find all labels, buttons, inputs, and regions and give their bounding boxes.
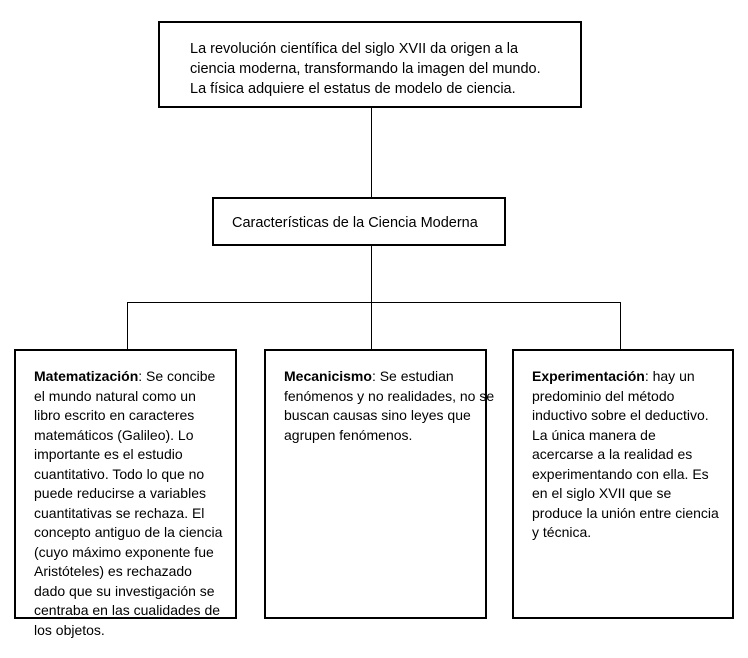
node-leaf-matematizacion-body: Matematización: Se concibe el mundo natu… bbox=[16, 351, 235, 640]
node-leaf-experimentacion-body: Experimentación: hay un predominio del m… bbox=[514, 351, 732, 543]
node-leaf-mecanicismo-separator: : bbox=[371, 368, 380, 384]
node-intermediate-text: Características de la Ciencia Moderna bbox=[232, 215, 478, 231]
node-leaf-mecanicismo-text: Se estudian fenómenos y no realidades, n… bbox=[284, 368, 495, 443]
connector-bus-horizontal bbox=[127, 302, 621, 303]
node-leaf-matematizacion: Matematización: Se concibe el mundo natu… bbox=[14, 349, 237, 638]
connector-root-to-intermediate bbox=[371, 108, 372, 197]
node-leaf-experimentacion-term: Experimentación bbox=[532, 368, 645, 384]
node-leaf-matematizacion-separator: : bbox=[138, 368, 147, 384]
node-leaf-experimentacion-text: hay un predominio del método inductivo s… bbox=[532, 368, 719, 540]
node-leaf-mecanicismo: Mecanicismo: Se estudian fenómenos y no … bbox=[264, 349, 494, 619]
node-leaf-mecanicismo-term: Mecanicismo bbox=[284, 368, 372, 384]
node-leaf-mecanicismo-body: Mecanicismo: Se estudian fenómenos y no … bbox=[266, 351, 499, 445]
node-leaf-experimentacion: Experimentación: hay un predominio del m… bbox=[512, 349, 734, 619]
node-root-text: La revolución científica del siglo XVII … bbox=[190, 41, 541, 97]
connector-bus-to-leaf-0 bbox=[127, 302, 128, 349]
node-leaf-matematizacion-text: Se concibe el mundo natural como un libr… bbox=[34, 368, 223, 638]
node-root: La revolución científica del siglo XVII … bbox=[158, 21, 582, 108]
connector-bus-to-leaf-2 bbox=[620, 302, 621, 349]
node-leaf-matematizacion-term: Matematización bbox=[34, 368, 139, 384]
node-intermediate: Características de la Ciencia Moderna bbox=[212, 197, 506, 246]
node-leaf-experimentacion-separator: : bbox=[644, 368, 653, 384]
connector-bus-to-leaf-1 bbox=[371, 302, 372, 349]
connector-intermediate-to-bus bbox=[371, 246, 372, 303]
